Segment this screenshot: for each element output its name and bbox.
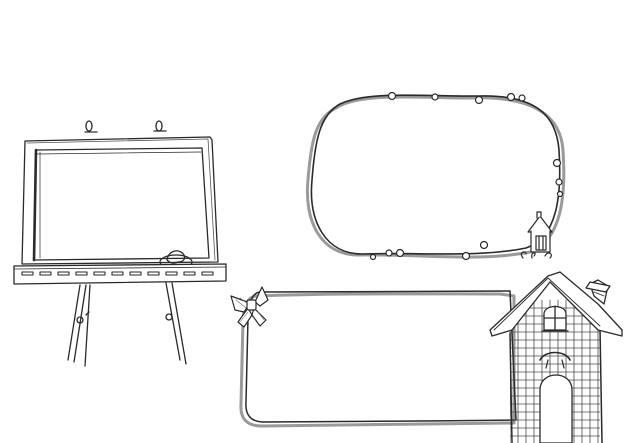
easel-legs [67, 282, 187, 367]
small-house-icon [520, 211, 553, 259]
oval-frame-with-beads-icon [305, 91, 566, 261]
house-door [539, 374, 573, 443]
chalkboard-easel-icon [13, 120, 227, 367]
board-surface [33, 147, 210, 261]
board-hanger-right [153, 120, 167, 132]
banner-frame-outline [245, 290, 517, 423]
board-outer-frame [21, 136, 219, 265]
house-wall-grid [510, 299, 600, 443]
chalk-tray [13, 263, 227, 285]
house-roof [489, 271, 623, 337]
bow-icon [230, 286, 269, 328]
banner-frame-icon [239, 290, 517, 428]
oval-frame-outline [310, 94, 561, 255]
chimney [585, 279, 611, 305]
chalk-tray-dashes [21, 271, 214, 276]
frame-beads [369, 91, 564, 261]
checkered-house-icon [489, 271, 623, 443]
house-window [541, 305, 569, 332]
board-hanger-left [84, 120, 98, 133]
